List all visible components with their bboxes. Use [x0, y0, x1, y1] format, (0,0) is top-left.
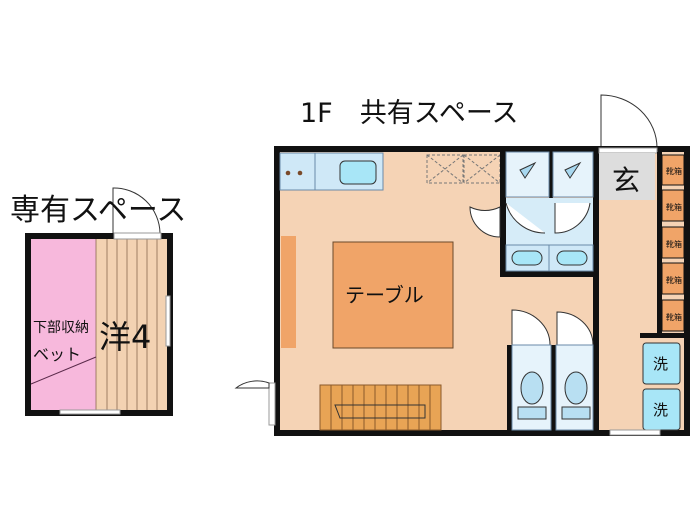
window: [609, 429, 661, 436]
door-opening: [113, 232, 162, 240]
door-arc: [505, 202, 591, 234]
washer-label: 洗: [653, 401, 668, 419]
stove-burner-icon: [285, 170, 291, 176]
toilet-icon: [520, 371, 544, 405]
shoe-box-label: 靴箱: [666, 312, 682, 322]
bed-label: ベット: [33, 345, 81, 364]
room-label: 洋4: [99, 318, 151, 356]
washbasin-icon: [556, 250, 588, 266]
sink-icon: [339, 160, 377, 185]
private-space-title: 専有スペース: [10, 193, 186, 228]
shoe-box-label: 靴箱: [666, 166, 682, 176]
window: [59, 409, 121, 415]
stairs: [319, 384, 442, 431]
window: [165, 295, 171, 347]
shower-icon: [519, 161, 537, 179]
entrance-door-arc: [600, 94, 658, 149]
toilet-door-arc: [511, 309, 594, 346]
washbasin-icon: [511, 250, 543, 266]
door-arc: [112, 187, 161, 234]
shoe-boxes: 靴箱 靴箱 靴箱 靴箱 靴箱: [661, 154, 685, 332]
wood-floor-lines: [95, 239, 158, 410]
storage-label: 下部収納: [33, 320, 89, 336]
bed-area: [31, 239, 96, 410]
shoe-box-label: 靴箱: [666, 239, 682, 249]
shoe-box-label: 靴箱: [666, 275, 682, 285]
door-arc: [469, 206, 501, 238]
shoe-box-label: 靴箱: [666, 202, 682, 212]
shared-space-title: 1F 共有スペース: [300, 98, 518, 129]
entrance-label: 玄: [612, 164, 640, 197]
entrance: [599, 153, 655, 200]
shower-booth: [552, 151, 594, 198]
bed-line: [30, 356, 97, 385]
toilet-icon: [564, 371, 588, 405]
stove-burner-icon: [297, 170, 303, 176]
washer-label: 洗: [653, 355, 668, 373]
side-counter: [281, 236, 296, 348]
shower-icon: [564, 161, 582, 179]
side-door-arc: [234, 380, 270, 389]
washing-machines: 洗 洗: [642, 342, 681, 431]
private-room: 下部収納 ベット 洋4: [25, 187, 173, 416]
shared-floor: テーブル 玄: [234, 94, 690, 436]
table-label: テーブル: [345, 283, 424, 307]
table: [332, 241, 454, 349]
